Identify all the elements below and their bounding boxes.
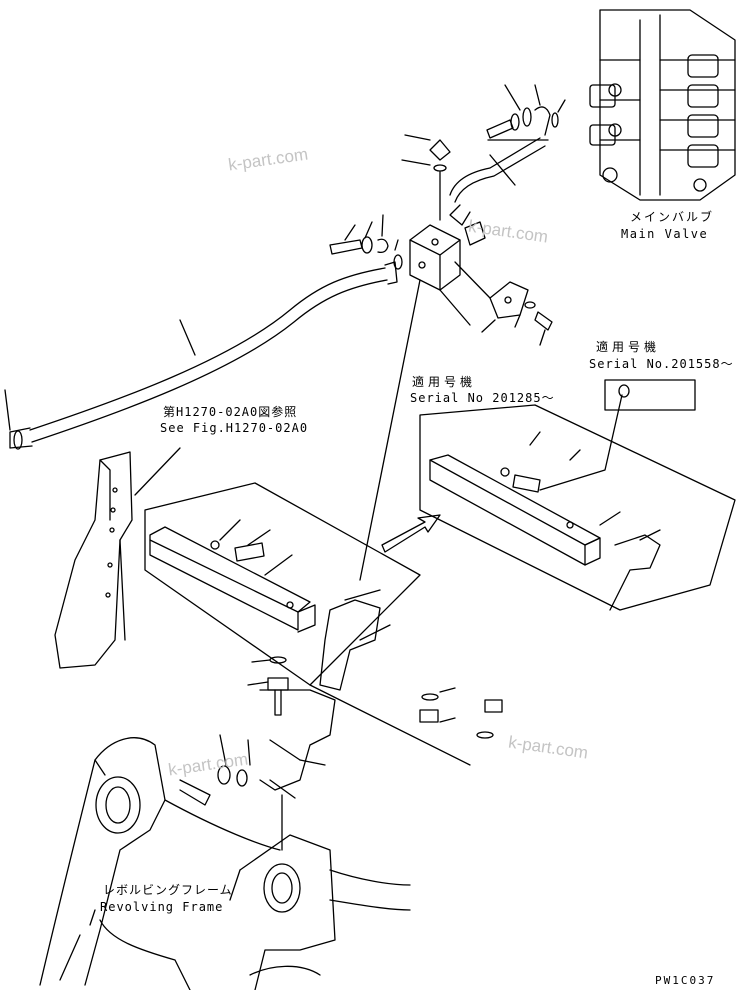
direction-arrow (381, 514, 441, 553)
leader-line (359, 279, 421, 581)
leader-line-2 (439, 289, 471, 326)
frame-bracket-left (54, 447, 181, 669)
see-fig-label-jp: 第H1270-02A0図参照 (163, 405, 298, 419)
frame-label-jp: レボルビングフレーム (103, 883, 233, 897)
frame-label-en: Revolving Frame (100, 900, 224, 914)
drawing-code: PW1C037 (655, 974, 716, 987)
serial-b-label-jp: 適用号機 (412, 375, 477, 389)
serial-a-label-en: Serial No.201558～ (589, 357, 734, 371)
lower-bolts (247, 656, 503, 766)
main-valve-label-jp: メインバルブ (630, 210, 715, 224)
serial-b-label-en: Serial No 201285～ (410, 391, 555, 405)
detail-box-right (419, 379, 736, 611)
revolving-frame (39, 689, 411, 990)
flange-plate (454, 261, 553, 346)
see-fig-label-en: See Fig.H1270-02A0 (160, 421, 309, 435)
block-fitting (329, 134, 486, 291)
serial-a-label-jp: 適用号機 (596, 340, 661, 354)
detail-box-center (144, 482, 421, 691)
main-valve (589, 9, 736, 201)
main-valve-label-en: Main Valve (621, 227, 709, 241)
valve-fittings (486, 84, 566, 139)
short-hose (449, 137, 549, 226)
long-hose (4, 261, 398, 450)
